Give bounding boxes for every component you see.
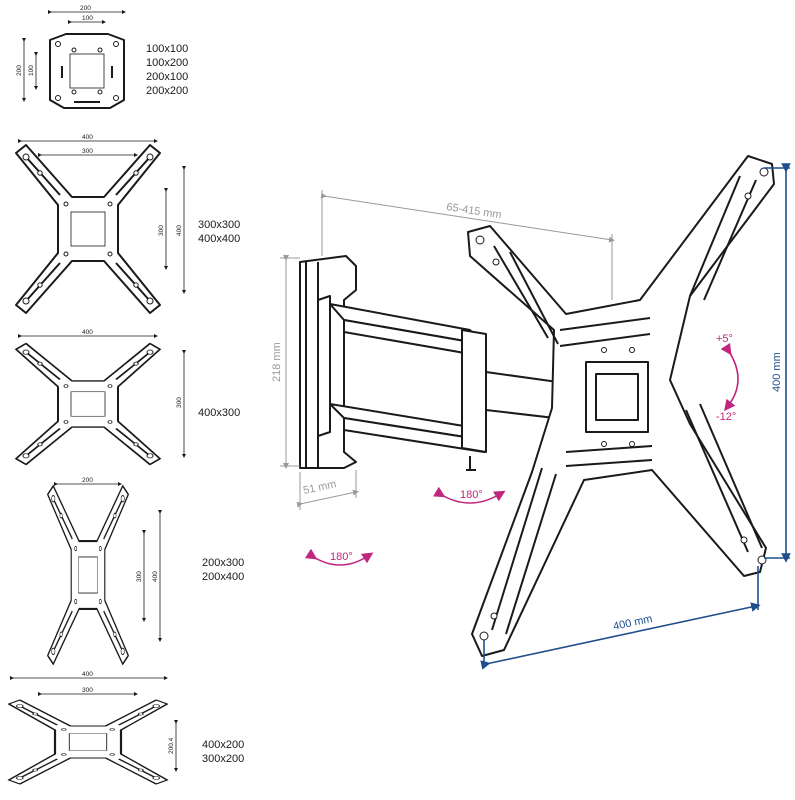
tv-bracket xyxy=(467,155,775,657)
tilt-down-label: -12° xyxy=(716,411,736,423)
vesa-height-dimension: 400 mm xyxy=(764,163,791,563)
panel5-dim-width-inner: 300 xyxy=(82,687,93,694)
x-bracket-plate-wide xyxy=(7,698,169,786)
panel2-dim-height-outer: 400 xyxy=(176,225,183,236)
tilt-up-label: +5° xyxy=(716,333,733,345)
vesa-panel-3: 400 300 400x300 xyxy=(15,329,240,466)
tilt-indicator: +5° -12° xyxy=(716,333,739,423)
wall-height-dimension: 218 mm xyxy=(271,255,300,469)
panel1-dim-height-outer: 200 xyxy=(16,65,23,76)
panel3-dim-width: 400 xyxy=(82,329,93,336)
panel5-dim-height: 200.4 xyxy=(168,737,175,754)
x-bracket-plate-portrait xyxy=(46,484,130,666)
panel2-spec-1: 300x300 xyxy=(198,219,240,231)
panel5-spec-2: 300x200 xyxy=(202,753,244,765)
main-mount-drawing: 65-415 mm 218 mm 51 mm 400 mm 400 mm xyxy=(271,155,791,670)
panel1-dim-width-outer: 200 xyxy=(80,5,91,12)
panel3-spec-1: 400x300 xyxy=(198,407,240,419)
panel1-dim-width-inner: 100 xyxy=(82,15,93,22)
panel4-spec-1: 200x300 xyxy=(202,557,244,569)
panel1-spec-1: 100x100 xyxy=(146,43,188,55)
wall-height-label: 218 mm xyxy=(271,342,283,382)
panel2-spec-2: 400x400 xyxy=(198,233,240,245)
panel4-dim-height-outer: 400 xyxy=(152,571,159,582)
x-bracket-plate-landscape xyxy=(15,342,161,466)
wall-plate xyxy=(299,255,357,469)
swivel-arm-label: 180° xyxy=(460,489,483,501)
panel2-dim-width-inner: 300 xyxy=(82,148,93,155)
small-bracket-plate xyxy=(49,33,125,109)
panel4-dim-height-inner: 300 xyxy=(136,571,143,582)
panel1-spec-3: 200x100 xyxy=(146,71,188,83)
panel5-spec-1: 400x200 xyxy=(202,739,244,751)
swivel-arm-indicator: 180° xyxy=(433,486,506,504)
panel4-dim-width: 200 xyxy=(82,477,93,484)
vesa-panel-5: 400 300 200.4 400x200 300x200 xyxy=(7,671,244,786)
panel4-spec-2: 200x400 xyxy=(202,571,244,583)
panel5-dim-width-outer: 400 xyxy=(82,671,93,678)
panel3-dim-height: 300 xyxy=(176,397,183,408)
swivel-wall-label: 180° xyxy=(330,551,353,563)
panel1-spec-4: 200x200 xyxy=(146,85,188,97)
wall-depth-dimension: 51 mm xyxy=(296,470,359,510)
wall-depth-label: 51 mm xyxy=(302,478,337,497)
panel1-spec-2: 100x200 xyxy=(146,57,188,69)
panel1-dim-height-inner: 100 xyxy=(28,65,35,76)
reach-dimension: 65-415 mm xyxy=(320,190,615,300)
vesa-height-label: 400 mm xyxy=(771,352,783,392)
swivel-wall-indicator: 180° xyxy=(304,548,374,566)
reach-label: 65-415 mm xyxy=(446,201,503,221)
panel2-dim-height-inner: 300 xyxy=(158,225,165,236)
x-bracket-plate xyxy=(15,144,161,314)
vesa-panel-2: 400 300 300 400 300x300 400x400 xyxy=(15,134,240,314)
articulating-arm xyxy=(329,303,573,471)
vesa-panel-4: 200 300 400 200x300 200x400 xyxy=(46,477,244,666)
vesa-panel-1: 200 100 200 100 100x100 100x200 200x100 … xyxy=(16,5,188,109)
panel2-dim-width-outer: 400 xyxy=(82,134,93,141)
